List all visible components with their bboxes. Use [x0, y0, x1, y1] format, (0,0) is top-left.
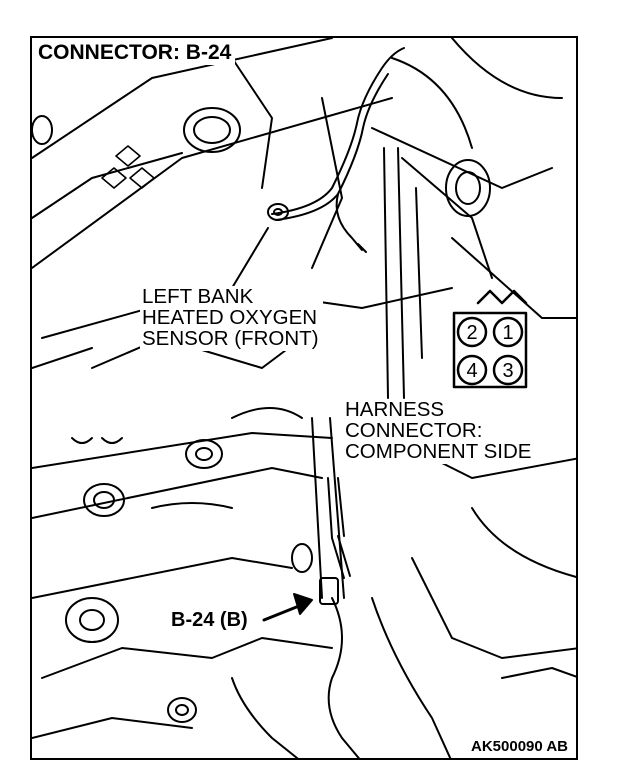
sensor-label-line: HEATED OXYGEN — [142, 305, 318, 329]
pin-number: 3 — [502, 360, 513, 382]
diagram-frame: 2 1 4 3 CONNECTOR: B-24 LEFT BANK HEATED… — [30, 36, 578, 760]
engine-bay-line-drawing: 2 1 4 3 — [32, 38, 576, 758]
pinout-diagram — [452, 289, 528, 389]
pin-number: 4 — [466, 360, 477, 382]
connector-title: CONNECTOR: B-24 — [36, 42, 236, 66]
sensor-label-line: LEFT BANK — [142, 285, 254, 308]
sensor-label-line: SENSOR (FRONT) — [142, 326, 319, 350]
connector-callout: B-24 (B) — [168, 610, 251, 630]
harness-label: HARNESS CONNECTOR: COMPONENT SIDE — [343, 398, 536, 464]
emblem — [101, 145, 155, 189]
image-code: AK500090 AB — [469, 737, 570, 755]
harness-label-line: COMPONENT SIDE — [345, 439, 532, 463]
oxygen-sensor-wire — [267, 47, 405, 253]
harness-label-line: CONNECTOR: — [345, 418, 483, 442]
sensor-label: LEFT BANK HEATED OXYGEN SENSOR (FRONT) — [140, 286, 323, 351]
sensor-leader-line — [231, 227, 269, 289]
pipe-lines — [383, 147, 576, 399]
pinout-numbers: 2 1 4 3 — [466, 322, 513, 382]
head-bolt-bosses — [65, 439, 313, 723]
harness-connector-body — [319, 477, 351, 605]
pin-number: 1 — [502, 322, 513, 344]
engine-caps — [32, 107, 491, 217]
lower-engine-outline — [32, 407, 576, 758]
harness-label-line: HARNESS — [345, 398, 445, 421]
connector-arrow — [262, 593, 313, 622]
pin-number: 2 — [466, 322, 477, 344]
